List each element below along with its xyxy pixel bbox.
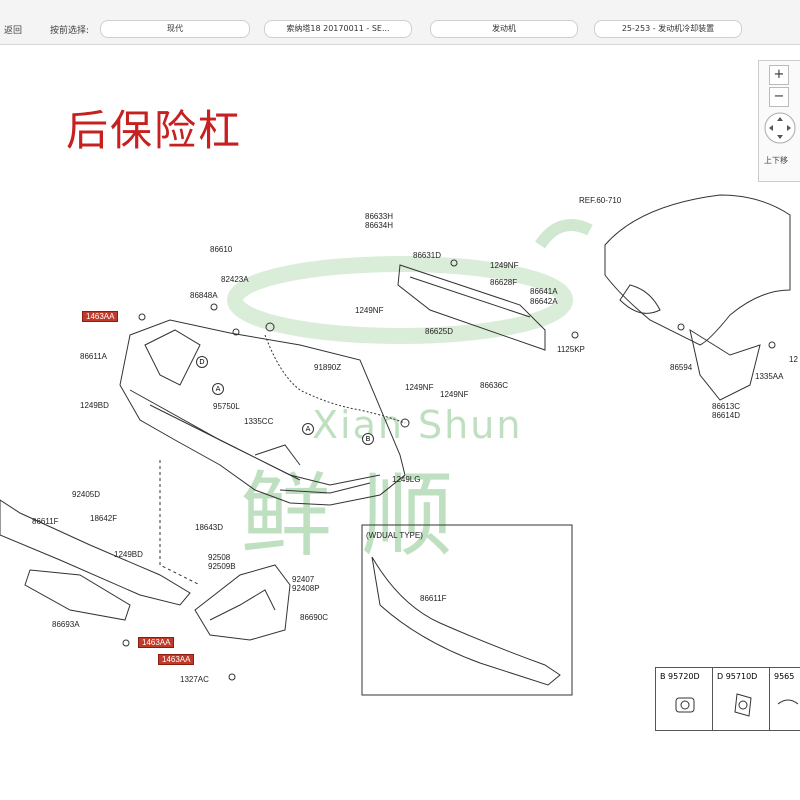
part-label[interactable]: 86631D — [413, 251, 442, 260]
parts-line-art — [0, 194, 791, 696]
part-label[interactable]: 86614D — [712, 411, 741, 420]
part-label[interactable]: 86611F — [32, 517, 59, 526]
part-label[interactable]: 86594 — [670, 363, 693, 372]
legend-cell[interactable]: D 95710D — [712, 667, 770, 731]
part-label[interactable]: 1249BD — [80, 401, 109, 410]
zoom-out-button[interactable]: − — [769, 87, 789, 107]
part-label[interactable]: 92405D — [72, 490, 101, 499]
part-label[interactable]: 1249NF — [440, 390, 469, 399]
part-label-highlighted[interactable]: 1463AA — [138, 637, 175, 648]
part-label[interactable]: 86633H — [365, 212, 394, 221]
part-label[interactable]: REF.60-710 — [579, 196, 622, 205]
part-label[interactable]: 86634H — [365, 221, 394, 230]
breadcrumb-model[interactable]: 索纳塔18 20170011 - SE... — [264, 20, 412, 38]
legend-part: 95720D — [668, 672, 700, 681]
part-label[interactable]: 18643D — [195, 523, 224, 532]
part-label[interactable]: 91890Z — [314, 363, 342, 372]
part-label[interactable]: 86611A — [80, 352, 107, 361]
part-label[interactable]: 86611F — [420, 594, 447, 603]
breadcrumb-section[interactable]: 25-253 - 发动机冷却装置 — [594, 20, 742, 38]
dual-type-title: (WDUAL TYPE) — [366, 531, 423, 540]
part-label[interactable]: 86848A — [190, 291, 218, 300]
clip-part-icon — [675, 697, 695, 713]
legend-cell[interactable]: 9565 — [769, 667, 800, 731]
part-label-highlighted[interactable]: 1463AA — [82, 311, 119, 322]
bracket-part-icon — [777, 699, 799, 705]
top-toolbar: 返回 按前选择: 现代 索纳塔18 20170011 - SE... 发动机 2… — [0, 0, 800, 45]
part-label[interactable]: 18642F — [90, 514, 118, 523]
part-label[interactable]: 95750L — [213, 402, 240, 411]
part-label[interactable]: 86641A — [530, 287, 558, 296]
legend-cell[interactable]: B 95720D — [655, 667, 713, 731]
select-label: 按前选择: — [50, 26, 90, 36]
part-label[interactable]: 1249NF — [405, 383, 434, 392]
part-label[interactable]: 1249LG — [392, 475, 421, 484]
diagram-title: 后保险杠 — [66, 106, 243, 155]
part-label[interactable]: 92408P — [292, 584, 320, 593]
callout-a[interactable]: A — [302, 423, 314, 435]
callout-a[interactable]: A — [212, 383, 224, 395]
legend-code: B — [660, 672, 666, 681]
part-label[interactable]: 92508 — [208, 553, 231, 562]
back-button[interactable]: 返回 — [4, 26, 23, 36]
legend-code: D — [717, 672, 724, 681]
part-label[interactable]: 86693A — [52, 620, 80, 629]
part-label[interactable]: 86642A — [530, 297, 558, 306]
zoom-in-button[interactable]: + — [769, 65, 789, 85]
part-label[interactable]: 12 — [789, 355, 798, 364]
part-label[interactable]: 1125KP — [557, 345, 585, 354]
part-label[interactable]: 86613C — [712, 402, 741, 411]
part-label[interactable]: 1335AA — [755, 372, 784, 381]
diagram-canvas[interactable]: Xian Shun 鲜 顺 后保险杠 — [0, 45, 800, 800]
part-label[interactable]: 86628F — [490, 278, 518, 287]
callout-b[interactable]: B — [362, 433, 374, 445]
part-label[interactable]: 86625D — [425, 327, 454, 336]
zoom-pan-control: + − 上下移 — [758, 60, 800, 182]
part-label[interactable]: 92509B — [208, 562, 236, 571]
fit-view-button[interactable]: 上下移 — [764, 156, 788, 165]
part-label[interactable]: 92407 — [292, 575, 315, 584]
part-label[interactable]: 1249BD — [114, 550, 143, 559]
callout-d[interactable]: D — [196, 356, 208, 368]
part-label[interactable]: 1249NF — [490, 261, 519, 270]
breadcrumb-group[interactable]: 发动机 — [430, 20, 578, 38]
sensor-part-icon — [734, 693, 752, 717]
watermark-text: Xian Shun — [312, 403, 523, 447]
legend-part: 95710D — [725, 672, 758, 681]
part-label[interactable]: 86690C — [300, 613, 329, 622]
part-label[interactable]: 1327AC — [180, 675, 209, 684]
part-label[interactable]: 86610 — [210, 245, 233, 254]
part-label[interactable]: 1335CC — [244, 417, 274, 426]
part-label[interactable]: 1249NF — [355, 306, 384, 315]
part-label[interactable]: 82423A — [221, 275, 249, 284]
watermark-chinese: 鲜 顺 — [240, 462, 454, 569]
part-label[interactable]: 86636C — [480, 381, 509, 390]
watermark-logo — [227, 219, 593, 344]
breadcrumb-brand[interactable]: 现代 — [100, 20, 250, 38]
pan-icon[interactable] — [763, 111, 797, 145]
legend-part: 9565 — [774, 672, 795, 681]
part-label-highlighted[interactable]: 1463AA — [158, 654, 195, 665]
